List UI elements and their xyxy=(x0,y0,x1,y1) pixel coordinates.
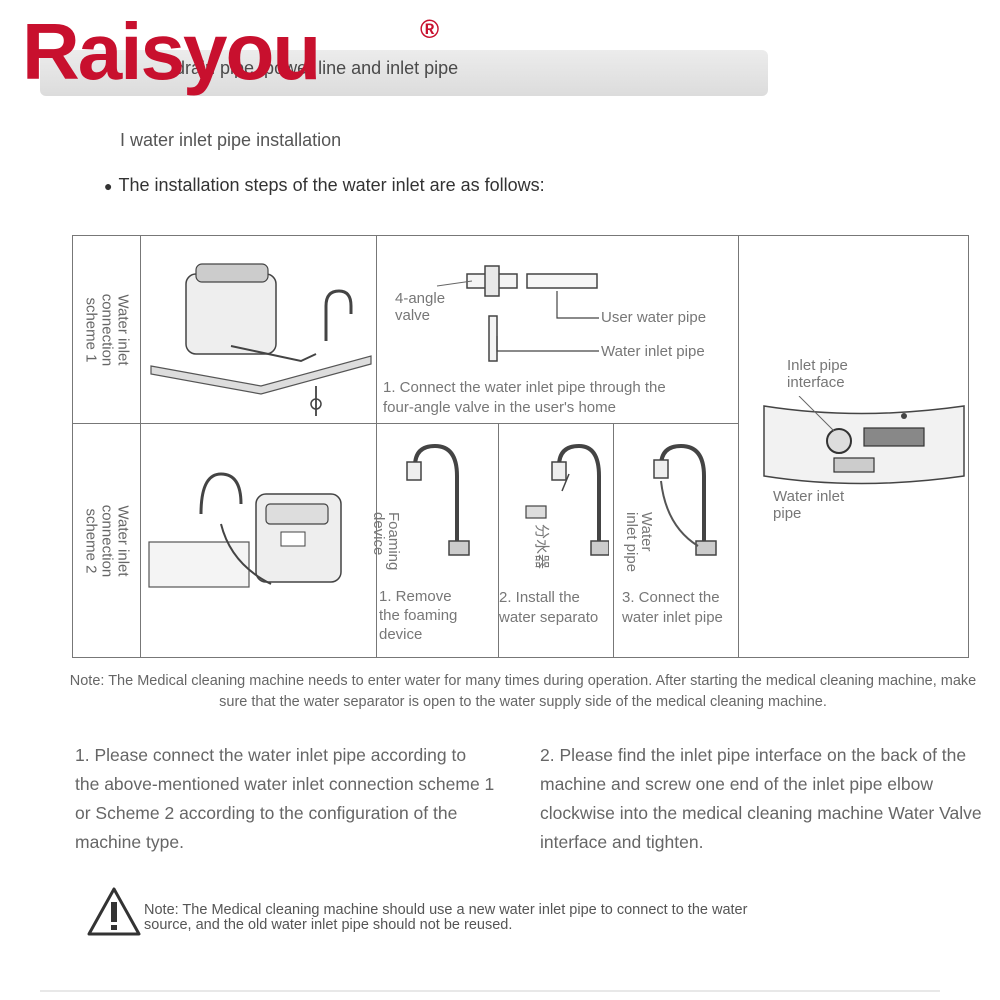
bullet-text: The installation steps of the water inle… xyxy=(118,175,545,195)
brand-logo: Raisyou xyxy=(22,7,321,96)
instruction-1: 1. Please connect the water inlet pipe a… xyxy=(75,745,495,852)
operation-note: Note: The Medical cleaning machine needs… xyxy=(69,673,977,711)
bottom-divider xyxy=(40,990,940,992)
header-bar xyxy=(40,50,768,96)
registered-mark: ® xyxy=(420,14,440,44)
water-separator-faucet-icon xyxy=(525,443,609,556)
machine-with-faucet-illustration xyxy=(148,472,342,588)
machine-on-counter-illustration xyxy=(150,263,372,416)
bullet-line: ● The installation steps of the water inl… xyxy=(104,175,545,196)
reuse-note: Note: The Medical cleaning machine shoul… xyxy=(144,902,748,934)
step1-text: 1. Connect the water inlet pipe through … xyxy=(383,379,666,416)
four-angle-valve-illustration xyxy=(436,265,599,362)
instruction-2: 2. Please find the inlet pipe interface … xyxy=(540,745,982,852)
water-inlet-pipe-label: Water inlet pipe xyxy=(601,343,705,360)
connected-faucet-icon xyxy=(653,443,717,556)
bullet-dot-icon: ● xyxy=(104,178,113,194)
scheme1-illustration-cell xyxy=(140,235,377,424)
machine-back-interface-illustration xyxy=(763,396,965,485)
faucet-icon xyxy=(406,443,470,556)
user-water-pipe-label: User water pipe xyxy=(601,309,707,326)
section-title: I water inlet pipe installation xyxy=(120,130,342,150)
warning-triangle-icon xyxy=(87,887,141,936)
header-text: drain pipe, power line and inlet pipe xyxy=(175,58,459,78)
water-separator-cn-label: 分水器 xyxy=(533,524,550,570)
scheme2-illustration-cell xyxy=(140,423,377,658)
